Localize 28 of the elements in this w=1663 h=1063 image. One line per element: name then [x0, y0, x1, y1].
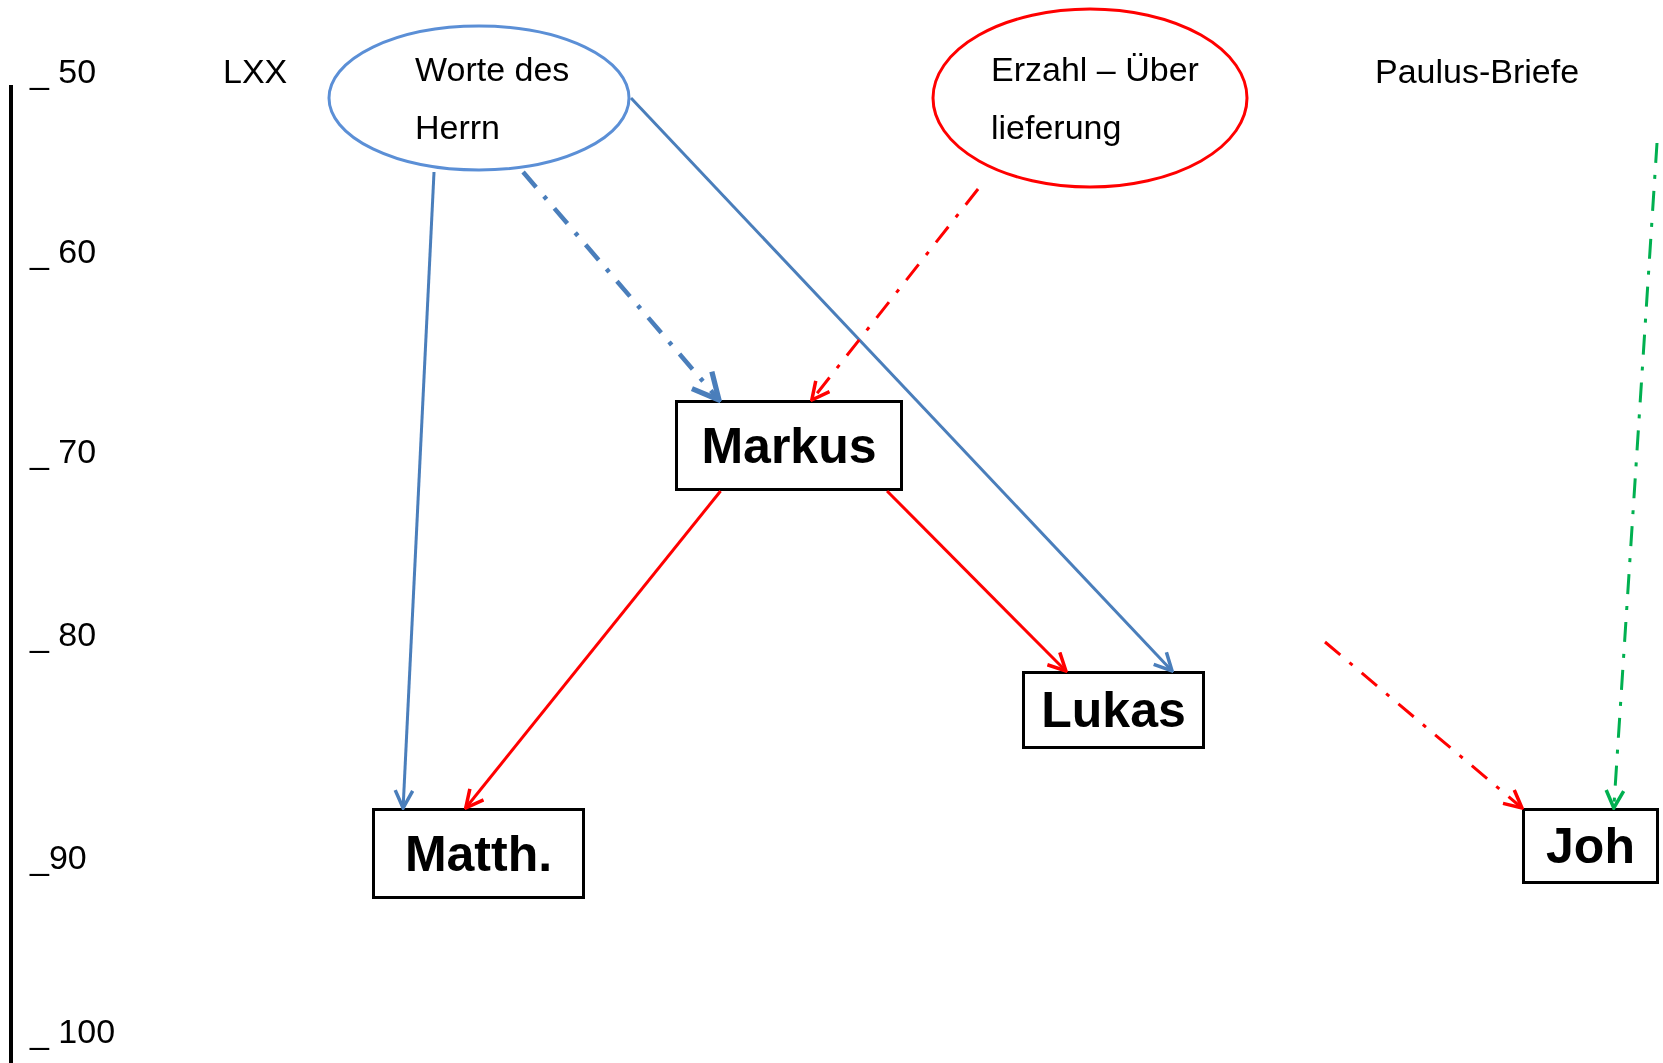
gospel-box	[675, 400, 903, 491]
source-ellipse	[327, 24, 631, 172]
node-text: Erzahl – Über lieferung	[991, 49, 1200, 148]
year-tick-label: _ 60	[30, 231, 97, 271]
arrow	[810, 188, 980, 402]
year-tick-label: _ 80	[30, 614, 97, 654]
node-text: Joh	[1546, 817, 1635, 875]
node-text: Matth.	[404, 824, 553, 883]
node-text: Markus	[701, 416, 877, 475]
arrow	[629, 96, 1174, 673]
gospel-box	[372, 808, 585, 899]
gospel-box	[1522, 808, 1659, 884]
source-label: Paulus-Briefe	[1375, 51, 1580, 91]
arrow	[885, 489, 1068, 673]
arrow	[393, 171, 436, 810]
year-tick-label: _90	[30, 837, 87, 877]
node-text: Worte des Herrn	[415, 49, 571, 148]
arrow	[1324, 640, 1524, 810]
year-tick-label: _ 70	[30, 431, 97, 471]
source-label: LXX	[223, 51, 288, 91]
arrow	[463, 490, 722, 810]
year-tick-label: _ 100	[30, 1011, 116, 1051]
source-ellipse	[931, 7, 1249, 189]
year-tick-label: _ 50	[30, 51, 97, 91]
arrow	[521, 170, 722, 403]
arrow	[1604, 142, 1659, 810]
gospel-box	[1022, 671, 1205, 749]
node-text: Lukas	[1041, 681, 1186, 739]
